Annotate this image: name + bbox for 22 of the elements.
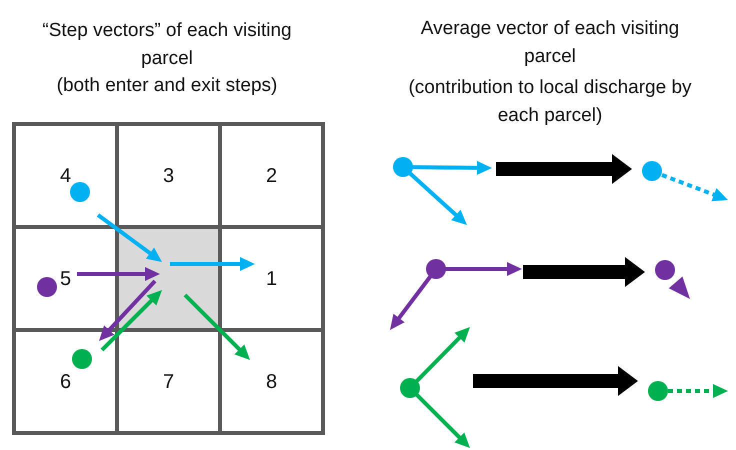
heading-text: (contribution to local discharge by each parcel) xyxy=(407,76,693,128)
parcel-dot xyxy=(70,182,90,202)
cell-number: 8 xyxy=(266,372,278,392)
arrow xyxy=(170,257,255,271)
block-arrow xyxy=(523,257,645,287)
cell-number: 7 xyxy=(162,372,174,392)
arrow xyxy=(100,290,162,352)
cell-number: 3 xyxy=(162,166,174,186)
cell-number: 2 xyxy=(266,166,278,186)
cell-number: 1 xyxy=(266,268,278,288)
cell-number: 6 xyxy=(60,372,72,392)
block-arrow xyxy=(496,154,632,184)
heading-text: “Step vectors” of each visiting parcel xyxy=(41,19,293,71)
block-arrow xyxy=(473,366,638,396)
heading-text: Average vector of each visiting parcel xyxy=(420,17,680,69)
cell-number: 4 xyxy=(60,166,72,186)
heading-text: (both enter and exit steps) xyxy=(56,74,278,98)
parcel-dot xyxy=(72,349,92,369)
arrow xyxy=(77,267,160,281)
cell-number: 5 xyxy=(60,268,72,288)
parcel-dot xyxy=(37,277,57,297)
arrow xyxy=(99,280,156,341)
